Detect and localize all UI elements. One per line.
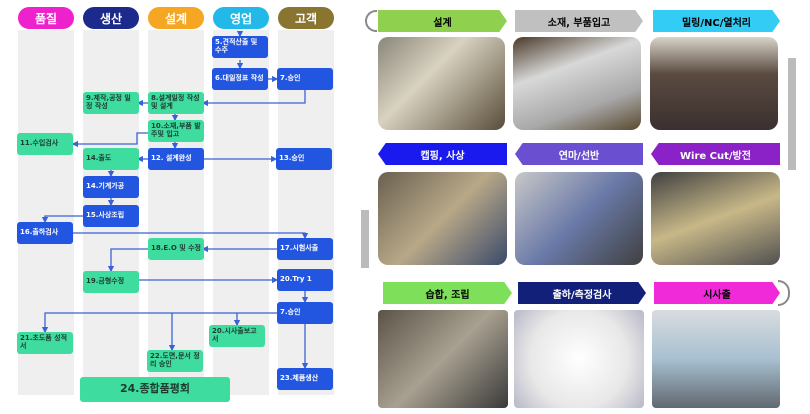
photo-material-stock [513, 37, 641, 130]
step-7-approval-2: 7.승인 [277, 302, 333, 324]
lane-header-design: 설계 [148, 7, 204, 29]
step-8: 8.설계일정 작성 및 설계 [148, 92, 204, 114]
connector-bar [788, 58, 796, 170]
photo-wirecut [651, 172, 780, 265]
step-22: 22.도면,문서 정리 승인 [147, 350, 203, 372]
step-6: 6.대일정표 작성 [212, 68, 268, 90]
lane-header-production: 생산 [83, 7, 139, 29]
lane-header-sales: 영업 [213, 7, 269, 29]
photo-cmm-inspection [514, 310, 644, 408]
step-21: 21.초도품 성적서 [17, 332, 73, 354]
photo-grinding [515, 172, 643, 265]
lane-design [148, 30, 204, 395]
process-material: 소재, 부품입고 [515, 10, 643, 32]
step-14-machining: 14.기계가공 [83, 176, 139, 198]
step-24: 24.종합품평회 [80, 377, 230, 402]
connector-bar [361, 210, 369, 268]
process-milling: 밀링/NC/열처리 [653, 10, 780, 32]
step-23: 23.제품생산 [277, 368, 333, 390]
photo-milling-machine [650, 37, 778, 130]
photo-design-workstation [378, 37, 505, 130]
process-wirecut: Wire Cut/방전 [651, 143, 780, 165]
lane-header-customer: 고객 [278, 7, 334, 29]
photo-assembly [378, 310, 508, 408]
process-design: 설계 [378, 10, 507, 32]
photo-lapping [378, 172, 507, 265]
flow-arrows [41, 30, 309, 370]
step-17: 17.시험사출 [277, 238, 333, 260]
step-7-approval: 7.승인 [277, 68, 333, 90]
process-inspection: 출하/측정검사 [518, 282, 646, 304]
bracket-decoration [365, 10, 377, 32]
step-20-try: 20.Try 1 [277, 269, 333, 291]
lane-customer [278, 30, 334, 395]
step-14-release: 14.출도 [83, 148, 139, 170]
process-assembly: 습합, 조립 [383, 282, 512, 304]
step-11: 11.수입검사 [17, 133, 73, 155]
step-5: 5.견적산출 및 수주 [212, 36, 268, 58]
process-lapping: 캡핑, 사상 [378, 143, 507, 165]
process-trial: 시사출 [654, 282, 780, 304]
step-12: 12. 설계완성 [148, 148, 204, 170]
step-15: 15.사상조립 [83, 205, 139, 227]
step-9: 9.제작,공정 일정 작성 [83, 92, 139, 114]
step-19: 19.금형수정 [83, 271, 139, 293]
step-13: 13.승인 [276, 148, 332, 170]
step-10: 10.소재,부품 발주및 입고 [148, 120, 204, 142]
lane-header-quality: 품질 [18, 7, 74, 29]
step-18: 18.E.O 및 수정 [148, 238, 204, 260]
process-grinding: 연마/선반 [515, 143, 643, 165]
photo-injection-machine [652, 310, 780, 408]
step-16: 16.출하검사 [17, 222, 73, 244]
step-20-report: 20.시사출보고서 [209, 325, 265, 347]
